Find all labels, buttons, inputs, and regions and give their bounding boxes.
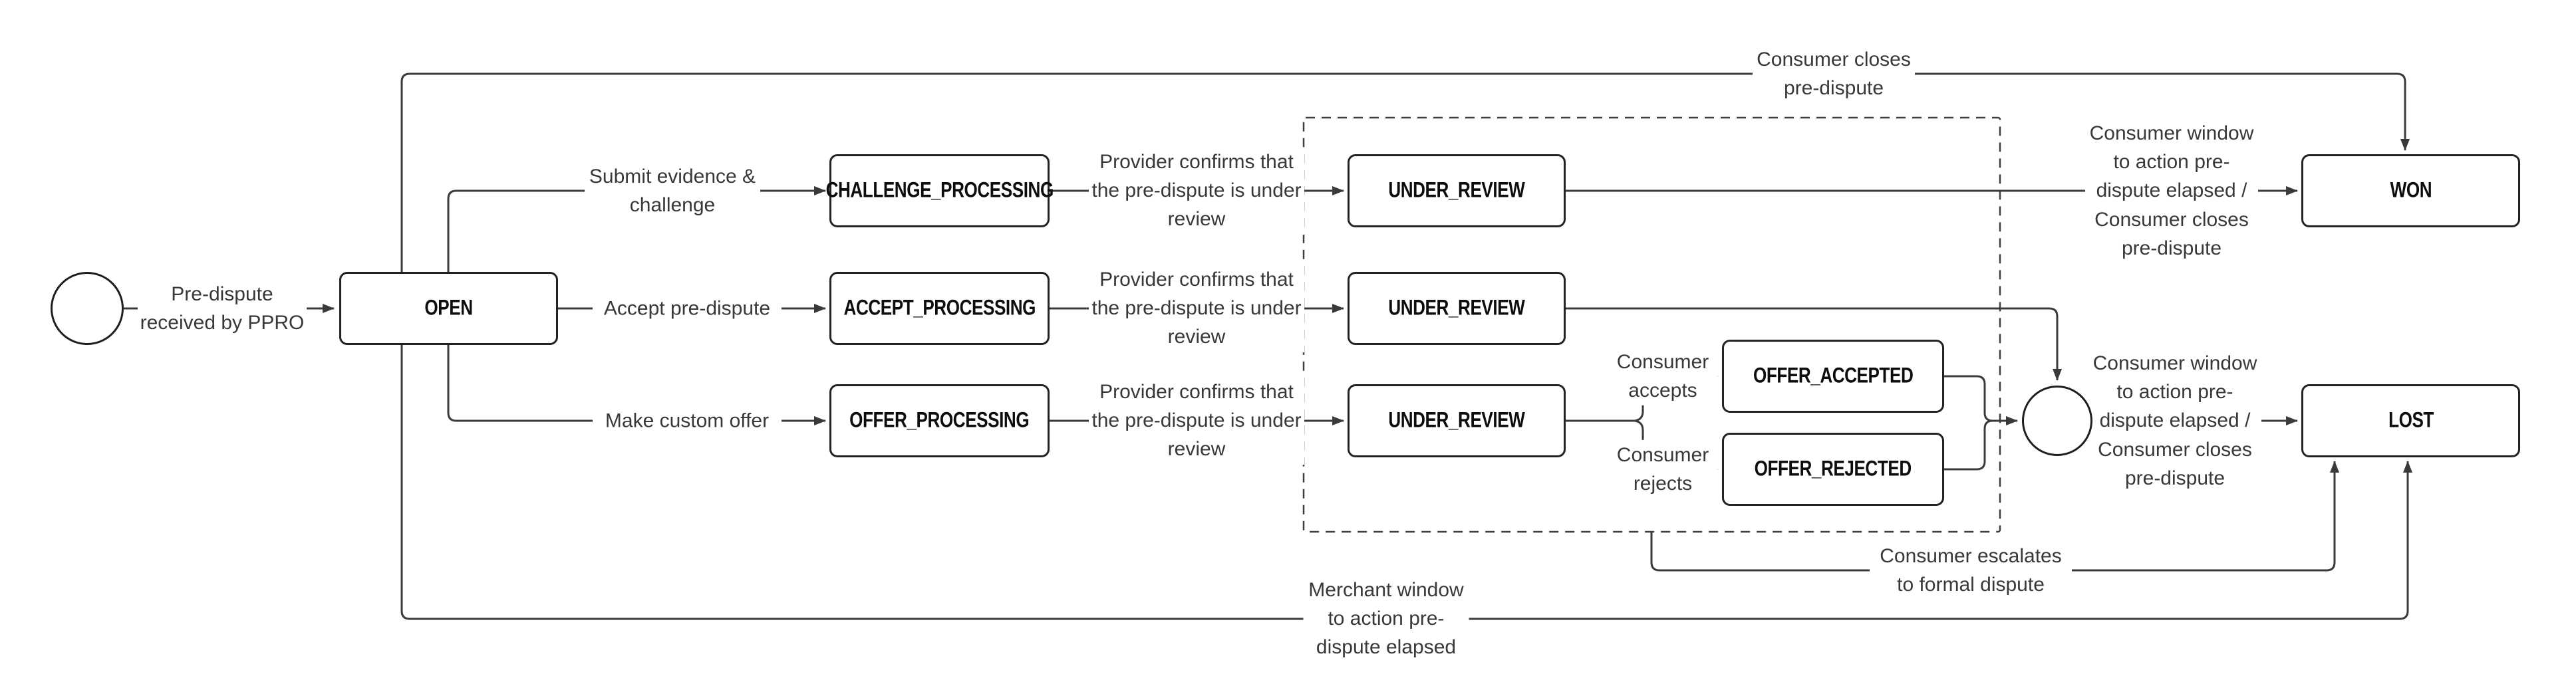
state-under-review-offer: UNDER_REVIEW <box>1348 384 1566 457</box>
edge-label-provider-confirms-1: Provider confirms that the pre-dispute i… <box>1089 147 1304 235</box>
edge-offer-accepted-to-join <box>1944 375 2018 425</box>
state-offer-accepted-label: OFFER_ACCEPTED <box>1753 364 1914 388</box>
edge-label-provider-confirms-2: Provider confirms that the pre-dispute i… <box>1089 265 1304 352</box>
state-offer-accepted: OFFER_ACCEPTED <box>1722 340 1944 413</box>
edge-label-consumer-escalates: Consumer escalates to formal dispute <box>1870 540 2072 600</box>
join-state-circle <box>2022 386 2092 456</box>
state-offer-rejected: OFFER_REJECTED <box>1722 433 1944 506</box>
edge-label-consumer-rejects: Consumer rejects <box>1608 439 1717 499</box>
edge-open-to-challenge-processing <box>447 186 826 272</box>
start-state-circle <box>51 272 124 345</box>
state-under-review-accept-label: UNDER_REVIEW <box>1388 296 1525 320</box>
edge-label-merchant-window: Merchant window to action pre-dispute el… <box>1303 575 1469 663</box>
edge-under-review-2-to-join <box>1566 307 2062 381</box>
state-lost-label: LOST <box>2388 408 2434 433</box>
edge-label-make-custom-offer: Make custom offer <box>593 405 782 436</box>
edge-label-consumer-window-won: Consumer window to action pre-dispute el… <box>2085 118 2258 263</box>
edge-offer-rejected-to-join <box>1944 419 1993 471</box>
state-offer-processing: OFFER_PROCESSING <box>829 384 1050 457</box>
state-open-label: OPEN <box>424 296 473 320</box>
state-won-label: WON <box>2390 178 2432 203</box>
edge-label-submit-evidence-challenge: Submit evidence & challenge <box>585 161 760 221</box>
state-accept-processing-label: ACCEPT_PROCESSING <box>843 296 1036 320</box>
state-challenge-processing-label: CHALLENGE_PROCESSING <box>825 178 1054 203</box>
state-under-review-accept: UNDER_REVIEW <box>1348 272 1566 345</box>
state-lost: LOST <box>2301 384 2520 457</box>
state-under-review-challenge: UNDER_REVIEW <box>1348 154 1566 227</box>
state-offer-rejected-label: OFFER_REJECTED <box>1754 457 1912 481</box>
edge-open-to-offer-processing <box>447 345 826 425</box>
edge-open-to-won-top-rail <box>400 72 2410 272</box>
state-under-review-offer-label: UNDER_REVIEW <box>1388 408 1525 433</box>
state-under-review-challenge-label: UNDER_REVIEW <box>1388 178 1525 203</box>
edge-label-pre-dispute-received: Pre-dispute received by PPRO <box>138 279 307 338</box>
edge-label-consumer-window-lost: Consumer window to action pre-dispute el… <box>2088 348 2261 493</box>
edge-label-provider-confirms-3: Provider confirms that the pre-dispute i… <box>1089 377 1304 465</box>
state-open: OPEN <box>339 272 558 345</box>
state-offer-processing-label: OFFER_PROCESSING <box>849 408 1030 433</box>
state-won: WON <box>2301 154 2520 227</box>
edge-label-accept-pre-dispute: Accept pre-dispute <box>593 293 782 324</box>
state-accept-processing: ACCEPT_PROCESSING <box>829 272 1050 345</box>
edge-label-consumer-accepts: Consumer accepts <box>1608 346 1717 406</box>
edge-label-consumer-closes: Consumer closes pre-dispute <box>1753 44 1915 104</box>
state-challenge-processing: CHALLENGE_PROCESSING <box>825 154 1054 227</box>
